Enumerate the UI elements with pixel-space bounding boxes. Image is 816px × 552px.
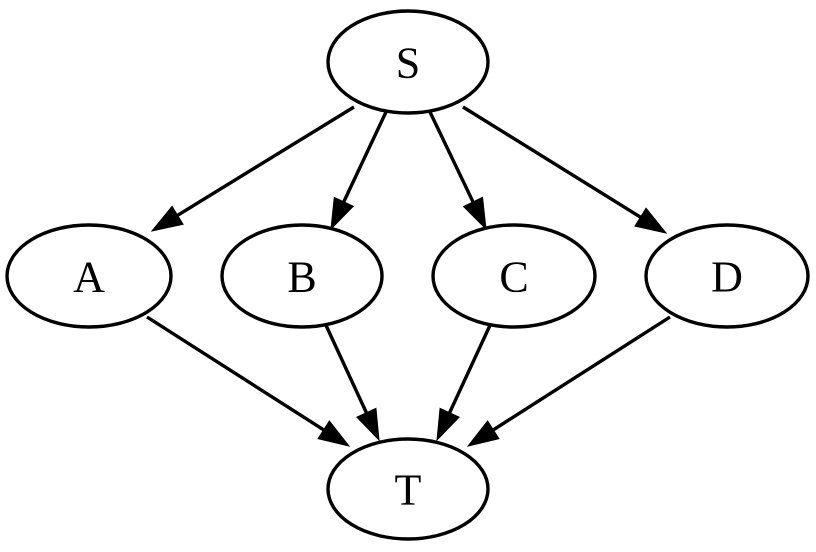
- edge-s-to-a-arrowhead: [150, 205, 184, 232]
- edge-s-to-b-line: [340, 111, 388, 207]
- edge-b-to-t-arrowhead: [356, 407, 380, 442]
- node-a-label: A: [73, 253, 105, 302]
- node-b-label: B: [287, 253, 316, 302]
- node-d-ellipse: [644, 223, 810, 329]
- node-s[interactable]: S: [326, 9, 490, 115]
- node-t[interactable]: T: [326, 437, 490, 541]
- edge-s-to-a[interactable]: [150, 105, 355, 232]
- node-s-ellipse: [326, 9, 490, 115]
- edge-b-to-t-line: [322, 320, 370, 418]
- node-a[interactable]: A: [5, 223, 173, 329]
- edge-s-to-d-line: [462, 105, 645, 221]
- edge-b-to-t[interactable]: [322, 320, 380, 442]
- node-b-ellipse: [220, 223, 384, 329]
- edge-d-to-t-arrowhead: [466, 420, 500, 447]
- node-c-label: C: [499, 253, 528, 302]
- node-b[interactable]: B: [220, 223, 384, 329]
- edge-s-to-a-line: [173, 105, 355, 219]
- edge-s-to-c-arrowhead: [462, 196, 487, 231]
- edge-c-to-t[interactable]: [436, 320, 494, 442]
- edge-a-to-t-arrowhead: [317, 420, 351, 447]
- edge-a-to-t-line: [146, 315, 329, 434]
- node-t-ellipse: [326, 437, 490, 541]
- node-c[interactable]: C: [431, 223, 597, 329]
- edge-s-to-c-line: [428, 111, 477, 207]
- node-t-label: T: [395, 466, 422, 515]
- edge-s-to-c[interactable]: [428, 111, 487, 231]
- node-s-label: S: [396, 39, 420, 88]
- edge-s-to-b[interactable]: [330, 111, 388, 231]
- node-layer: S A B C D T: [5, 9, 810, 541]
- edge-c-to-t-arrowhead: [436, 407, 460, 442]
- edge-a-to-t[interactable]: [146, 315, 351, 447]
- edge-s-to-b-arrowhead: [330, 196, 355, 231]
- edge-s-to-d-arrowhead: [634, 207, 668, 234]
- node-d[interactable]: D: [644, 223, 810, 329]
- edge-layer: [146, 105, 671, 447]
- node-a-ellipse: [5, 223, 173, 329]
- edge-d-to-t[interactable]: [466, 315, 671, 447]
- edge-d-to-t-line: [488, 315, 671, 434]
- edge-s-to-d[interactable]: [462, 105, 668, 234]
- node-c-ellipse: [431, 223, 597, 329]
- node-d-label: D: [711, 253, 743, 302]
- edge-c-to-t-line: [446, 320, 494, 418]
